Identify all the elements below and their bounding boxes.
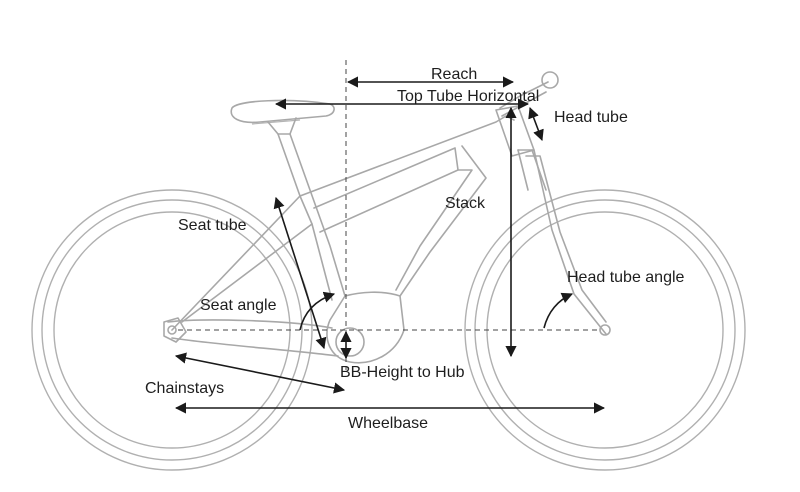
chainstays-arrow	[174, 352, 346, 394]
top-tube-horizontal-label: Top Tube Horizontal	[397, 88, 539, 105]
head-tube-arrow	[528, 106, 544, 142]
dimension-arrows	[174, 76, 606, 414]
dimension-labels: Reach Top Tube Horizontal Head tube Stac…	[145, 66, 685, 432]
bb-height-to-hub-label: BB-Height to Hub	[340, 364, 465, 381]
head-tube-label: Head tube	[554, 109, 628, 126]
stack-label: Stack	[445, 195, 486, 212]
seat-tube-label: Seat tube	[178, 217, 247, 234]
reach-label: Reach	[431, 66, 477, 83]
reference-lines	[178, 60, 600, 370]
seat-angle-arc	[299, 291, 336, 331]
chainstays-label: Chainstays	[145, 380, 224, 397]
head-tube-angle-label: Head tube angle	[567, 269, 685, 286]
wheelbase-label: Wheelbase	[348, 415, 428, 432]
seat-tube-arrow	[273, 196, 327, 350]
seat-angle-label: Seat angle	[200, 297, 277, 314]
head-tube-angle-arc	[543, 292, 574, 329]
